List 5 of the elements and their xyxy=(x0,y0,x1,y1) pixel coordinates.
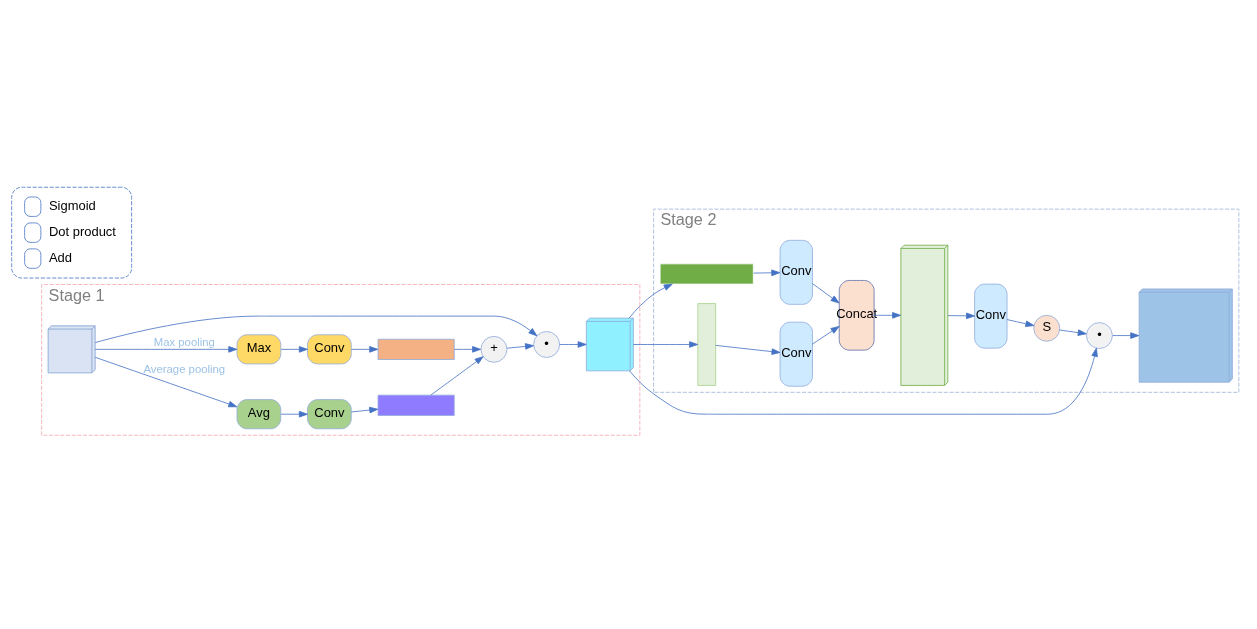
legend-label: Add xyxy=(48,249,73,265)
edge-label: Max pooling xyxy=(153,336,215,349)
edge-label: Average pooling xyxy=(143,363,226,376)
legend-label: Sigmoid xyxy=(48,197,96,213)
legend-label: Dot product xyxy=(48,223,116,239)
